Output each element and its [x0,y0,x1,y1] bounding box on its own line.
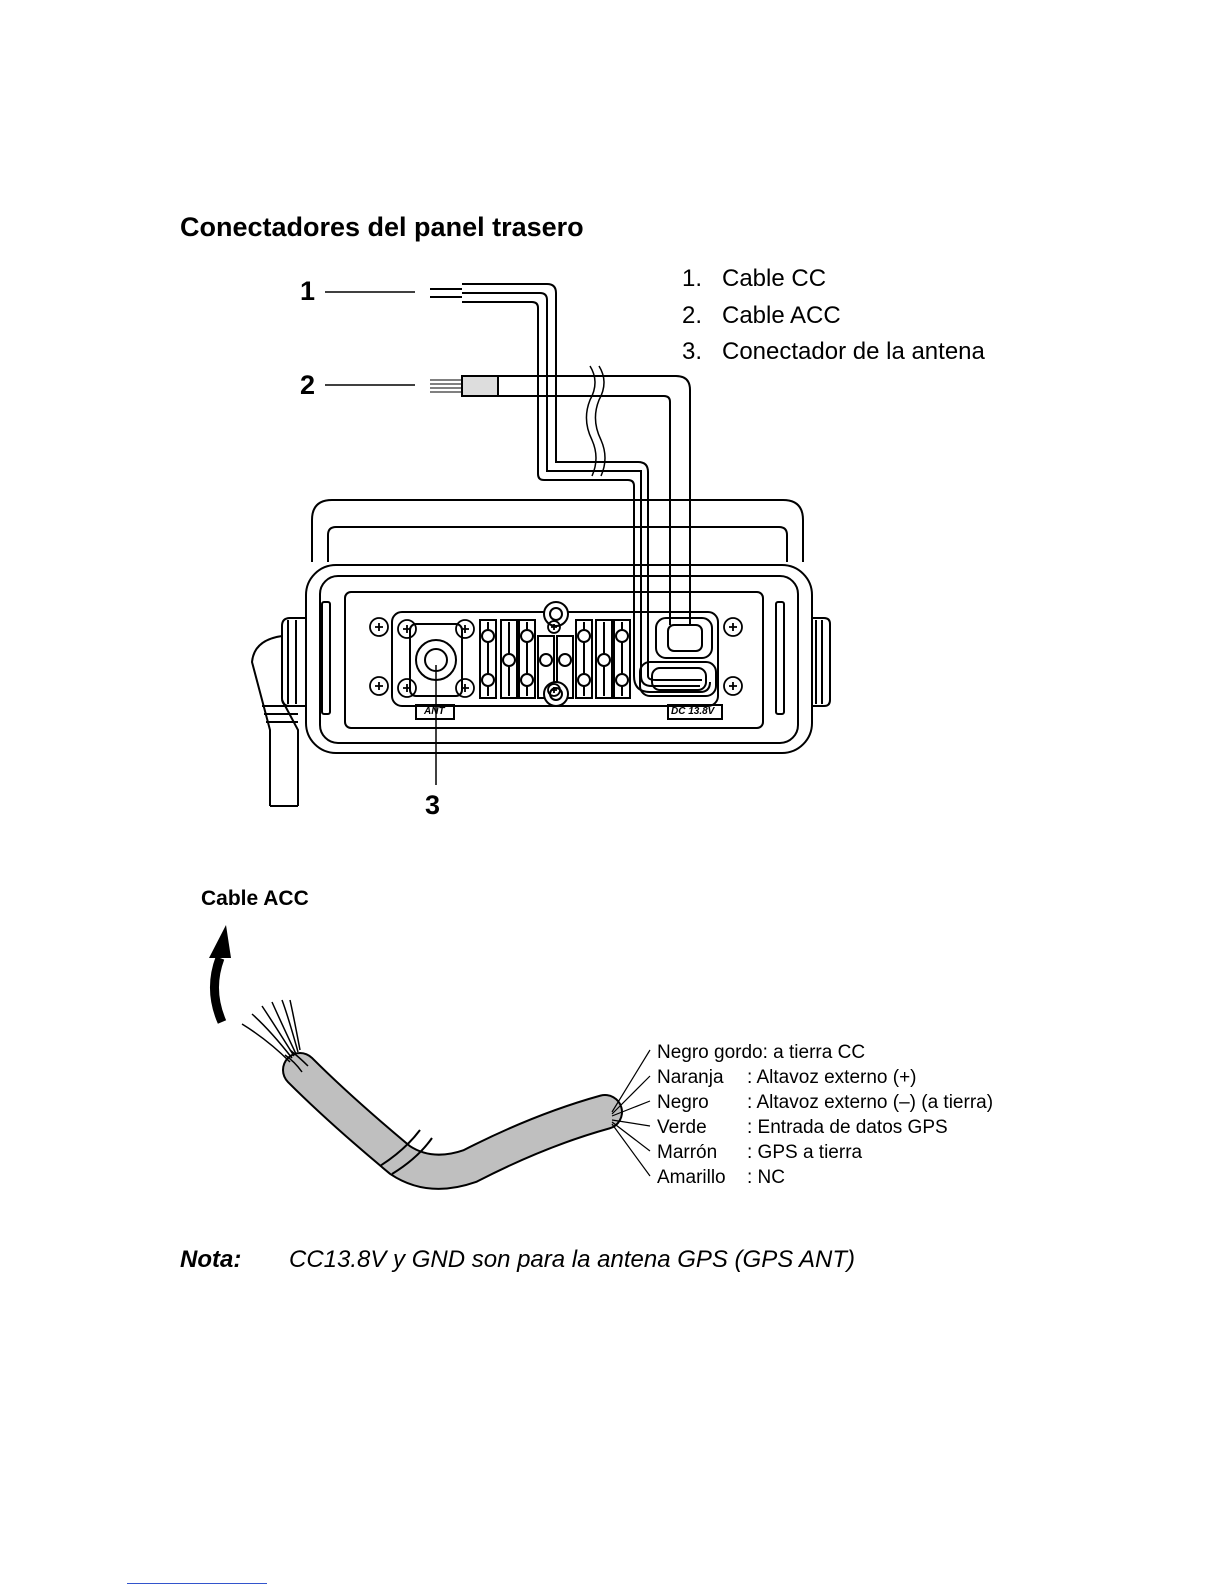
legend-num: 1. [682,265,703,292]
ant-label: ANT [424,706,445,717]
legend-item-1: 1. Cable CC [682,265,826,293]
legend-item-3: 3. Conectador de la antena [682,338,985,366]
acc-cable-title: Cable ACC [201,887,309,910]
wire-desc: : Entrada de datos GPS [747,1117,948,1138]
wire-item: Negro : Altavoz externo (–) (a tierra) [657,1092,993,1114]
legend-label: Cable CC [722,265,827,292]
dc-cable [430,283,649,676]
curved-arrow-icon [209,956,227,1024]
legend-item-2: 2. Cable ACC [682,302,841,330]
arrow-head-icon [209,925,231,958]
wire-item: Marrón : GPS a tierra [657,1142,862,1164]
screw-icons [369,617,743,698]
callout-2: 2 [300,370,316,400]
acc-cable-detail [241,999,651,1190]
wire-item: Negro gordo: a tierra CC [657,1042,865,1064]
wire-item: Amarillo : NC [657,1167,785,1189]
callout-1: 1 [300,276,316,306]
wire-desc: : Altavoz externo (–) (a tierra) [747,1092,994,1113]
legend-label: Cable ACC [722,302,841,329]
wire-item: Naranja : Altavoz externo (+) [657,1067,917,1089]
legend-label: Conectador de la antena [722,338,985,365]
callout-3: 3 [425,790,441,820]
wire-desc: : GPS a tierra [747,1142,863,1163]
radio-housing [250,499,831,807]
section-title: Conectadores del panel trasero [180,212,584,242]
wire-color: Amarillo [657,1167,726,1188]
wire-desc: : Altavoz externo (+) [747,1067,917,1088]
dc-label: DC 13.8V [671,706,715,717]
note-label: Nota: [180,1246,242,1273]
connector-board [391,601,723,720]
acc-cable-top [430,365,691,625]
wire-color: Verde [657,1117,707,1138]
wire-color: Naranja [657,1067,724,1088]
note-text: CC13.8V y GND son para la antena GPS (GP… [289,1246,856,1273]
wire-desc: : NC [747,1167,785,1188]
wire-item: Verde : Entrada de datos GPS [657,1117,948,1139]
footer-line [127,1583,267,1584]
wire-color: Negro gordo: a tierra CC [657,1042,866,1063]
wire-color: Marrón [657,1142,718,1163]
wire-color: Negro [657,1092,709,1113]
legend-num: 2. [682,302,703,329]
legend-num: 3. [682,338,703,365]
